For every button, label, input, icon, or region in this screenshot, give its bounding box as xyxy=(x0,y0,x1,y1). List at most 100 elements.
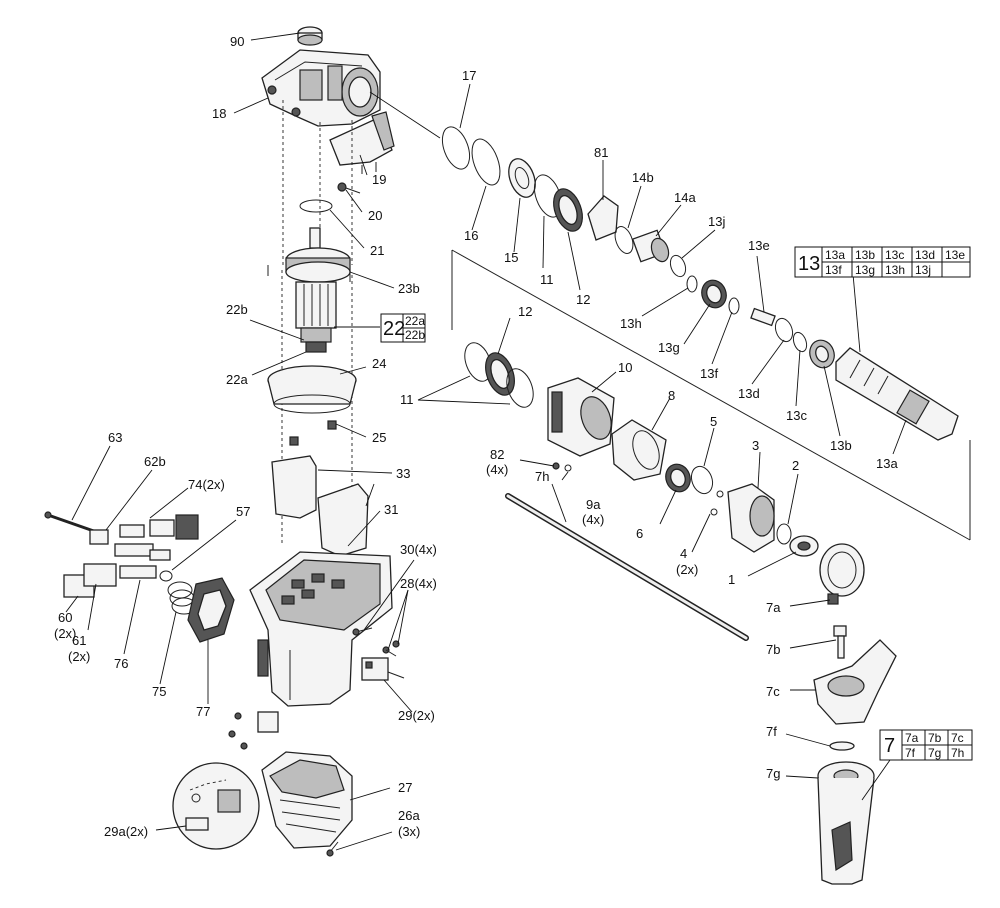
part-4-ball xyxy=(710,508,718,516)
kit-22-box: 22 22a 22b xyxy=(380,313,426,343)
label-13d: 13d xyxy=(738,386,760,401)
label-24: 24 xyxy=(372,356,386,371)
part-9a-washer xyxy=(564,464,572,472)
part-77-field-coil xyxy=(187,577,235,643)
label-63: 63 xyxy=(108,430,122,445)
label-13a: 13a xyxy=(876,456,898,471)
part-1-cap xyxy=(789,535,819,557)
label-57: 57 xyxy=(236,504,250,519)
part-13h-ring xyxy=(686,275,698,293)
label-1: 1 xyxy=(728,572,735,587)
part-25-pad xyxy=(327,420,337,430)
kit-13-item: 13j xyxy=(915,263,931,277)
part-13j-ring xyxy=(669,254,687,278)
part-13e-pin xyxy=(750,307,776,327)
part-7b-bolt xyxy=(833,625,847,659)
label-18: 18 xyxy=(212,106,226,121)
label-6: 6 xyxy=(636,526,643,541)
kit-13-item: 13g xyxy=(855,263,875,277)
label-90: 90 xyxy=(230,34,244,49)
label-62b: 62b xyxy=(144,454,166,469)
label-21: 21 xyxy=(370,243,384,258)
part-61-block xyxy=(83,563,117,587)
part-10-cylinder xyxy=(547,377,615,457)
label-4: 4 xyxy=(680,546,687,561)
label-15: 15 xyxy=(504,250,518,265)
label-28: 28(4x) xyxy=(400,576,437,591)
label-7g: 7g xyxy=(766,766,780,781)
label-13b: 13b xyxy=(830,438,852,453)
part-8-sleeve xyxy=(611,419,667,481)
part-28-screws xyxy=(382,640,400,657)
label-17: 17 xyxy=(462,68,476,83)
part-13d-ring xyxy=(774,317,794,343)
label-13g: 13g xyxy=(658,340,680,355)
part-90-cap xyxy=(297,26,323,46)
label-8: 8 xyxy=(668,388,675,403)
part-13c-ring xyxy=(792,331,808,353)
label-22a: 22a xyxy=(226,372,248,387)
label-20: 20 xyxy=(368,208,382,223)
label-61-qty: (2x) xyxy=(68,649,90,664)
label-7b: 7b xyxy=(766,642,780,657)
label-16: 16 xyxy=(464,228,478,243)
label-3: 3 xyxy=(752,438,759,453)
part-22-armature xyxy=(295,281,337,353)
label-7c: 7c xyxy=(766,684,780,699)
part-16-ring xyxy=(471,138,501,186)
part-19-cover xyxy=(329,111,395,174)
part-81 xyxy=(587,195,619,241)
kit-7-item: 7b xyxy=(928,731,942,745)
label-60-qty: (2x) xyxy=(54,626,76,641)
part-18-gear-housing xyxy=(261,49,381,127)
label-31: 31 xyxy=(384,502,398,517)
leader-lines xyxy=(65,32,907,851)
part-29-switch xyxy=(361,657,405,681)
label-13j: 13j xyxy=(708,214,725,229)
part-13b-sleeve xyxy=(809,339,835,369)
label-13f: 13f xyxy=(700,366,718,381)
part-29a-switch-detail xyxy=(172,711,279,850)
kit-13-item: 13b xyxy=(855,248,875,262)
axis-leader xyxy=(369,91,441,139)
kit-7-item: 7h xyxy=(951,746,964,760)
label-61: 61 xyxy=(72,633,86,648)
label-9a: 9a xyxy=(586,497,601,512)
label-25: 25 xyxy=(372,430,386,445)
part-7c-handle-top xyxy=(813,639,897,725)
label-81: 81 xyxy=(594,145,608,160)
part-21-o-ring xyxy=(299,199,333,213)
kit-7-item: 7a xyxy=(905,731,919,745)
label-7h: 7h xyxy=(535,469,549,484)
part-25-pad xyxy=(289,436,299,446)
label-60: 60 xyxy=(58,610,72,625)
part-2-ring xyxy=(776,523,792,545)
part-15-clutch xyxy=(508,158,536,198)
label-13c: 13c xyxy=(786,408,807,423)
part-7g-grip xyxy=(817,761,875,885)
label-12: 12 xyxy=(576,292,590,307)
part-14a-bearing xyxy=(631,229,670,263)
part-12-ring-lower xyxy=(485,352,515,396)
kit-22-number: 22 xyxy=(383,318,405,340)
part-7a-clamp-band xyxy=(819,543,865,605)
label-22b: 22b xyxy=(226,302,248,317)
part-76-brushes xyxy=(114,543,171,579)
label-29a: 29a(2x) xyxy=(104,824,148,839)
part-20-screw xyxy=(337,182,361,194)
label-7f: 7f xyxy=(766,724,777,739)
label-4-qty: (2x) xyxy=(676,562,698,577)
label-13h: 13h xyxy=(620,316,642,331)
label-77: 77 xyxy=(196,704,210,719)
label-11: 11 xyxy=(540,272,554,287)
part-12-ring xyxy=(553,188,583,232)
label-76: 76 xyxy=(114,656,128,671)
part-7f-washer xyxy=(829,741,855,751)
label-5: 5 xyxy=(710,414,717,429)
part-62b xyxy=(89,529,109,545)
kit-7-item: 7g xyxy=(928,746,941,760)
label-30: 30(4x) xyxy=(400,542,437,557)
label-26a-qty: (3x) xyxy=(398,824,420,839)
part-74-carbon-brushes xyxy=(119,514,199,540)
